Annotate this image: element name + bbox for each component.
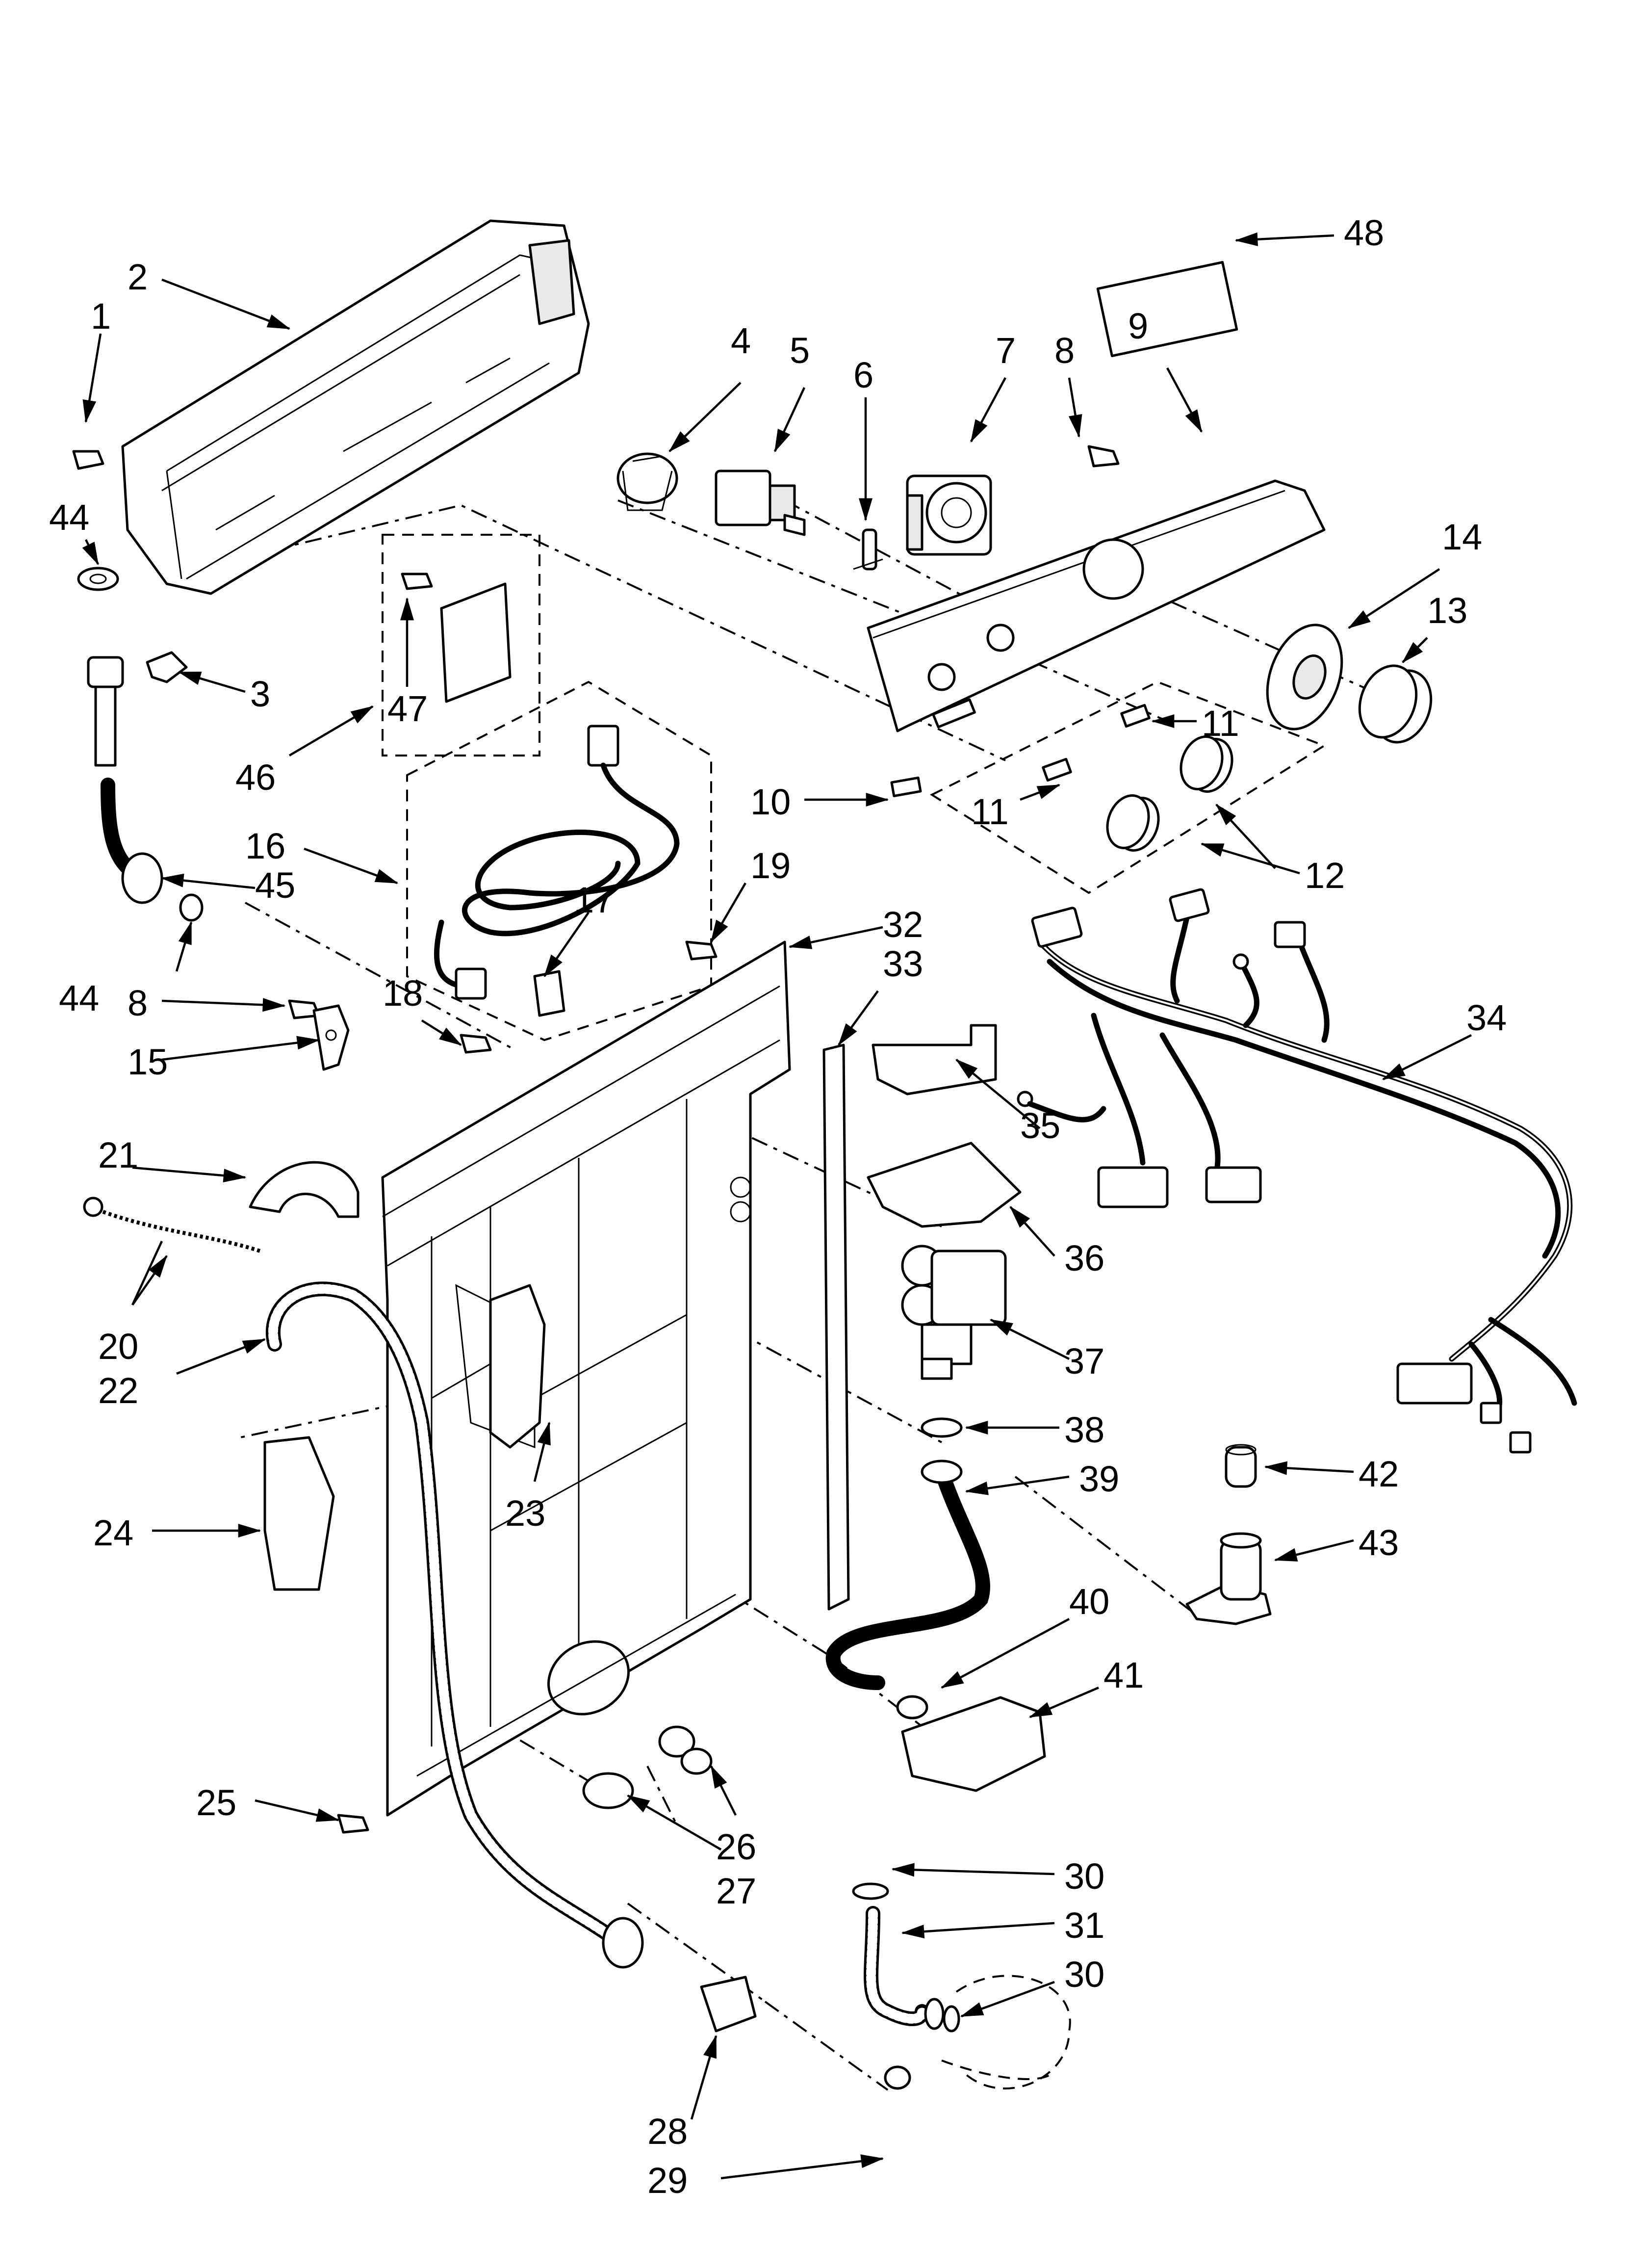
selector-switch-part [616, 452, 678, 511]
callout-26: 26 [716, 1826, 756, 1867]
siphon-break-part [901, 1696, 1046, 1792]
callout-6: 6 [853, 355, 873, 395]
timer-part [906, 474, 992, 556]
callout-15: 15 [128, 1042, 168, 1082]
callout-14: 14 [1442, 517, 1482, 557]
callout-18: 18 [383, 973, 423, 1014]
callout-32: 32 [883, 904, 923, 945]
wire-harness-part [1017, 888, 1577, 1454]
callout-1: 1 [91, 296, 111, 337]
label-part [890, 776, 922, 797]
callout-43: 43 [1359, 1522, 1399, 1563]
washer-top-part [77, 567, 119, 591]
water-valve-part [901, 1245, 1007, 1380]
callout-12: 12 [1305, 855, 1345, 896]
motor-relay-part [1185, 1532, 1272, 1625]
callout-45: 45 [255, 865, 295, 906]
hose-guide-part [249, 1161, 359, 1218]
callout-5: 5 [790, 330, 810, 371]
callout-46: 46 [235, 757, 276, 798]
bracket-part [440, 582, 512, 703]
power-cord-part [434, 725, 680, 1000]
rear-panel-part [381, 940, 791, 1817]
callout-11-b: 11 [971, 791, 1009, 832]
callout-16: 16 [245, 826, 285, 866]
callout-2: 2 [128, 257, 148, 297]
console-part [121, 219, 590, 595]
callout-40: 40 [1069, 1581, 1109, 1622]
callout-31: 31 [1064, 1905, 1104, 1946]
valve-shield-part [867, 1142, 1022, 1228]
kit-46-outline [382, 534, 540, 756]
mounting-bracket-part [489, 1284, 546, 1449]
callout-27: 27 [716, 1871, 756, 1911]
knob-skirt-part [1266, 624, 1343, 730]
knob-part [1042, 704, 1233, 852]
callout-34: 34 [1466, 997, 1507, 1038]
callout-41: 41 [1103, 1655, 1144, 1695]
clamp-part [582, 1772, 634, 1809]
knob-shaft-part [853, 528, 883, 571]
callout-8-bottom: 8 [128, 983, 148, 1023]
kit-12-outline [929, 680, 1327, 894]
callout-25: 25 [196, 1782, 236, 1823]
callout-33: 33 [883, 943, 923, 984]
callout-7: 7 [996, 330, 1016, 371]
hose-bracket-part [312, 1004, 350, 1071]
callout-10: 10 [750, 782, 791, 822]
hose-clamp-part [921, 1417, 963, 1438]
timer-knob-part [1358, 664, 1433, 744]
callout-30-bottom: 30 [1064, 1954, 1104, 1995]
drain-hose-part [265, 1281, 644, 1969]
callout-20: 20 [98, 1326, 138, 1367]
callout-labels: 48 2 1 4 5 6 7 8 9 44 14 13 3 47 11 46 1… [49, 212, 1507, 2201]
callout-44-bottom: 44 [59, 978, 99, 1018]
side-rail-part [822, 1043, 850, 1611]
callout-3: 3 [250, 674, 270, 714]
pump-part-outline [941, 1975, 1071, 2089]
callout-21: 21 [98, 1135, 138, 1175]
callout-23: 23 [505, 1493, 545, 1534]
callout-44-top: 44 [49, 497, 89, 538]
fill-hose-part [825, 1460, 990, 1690]
switch-part [715, 469, 806, 536]
callout-11-a: 11 [1202, 703, 1239, 744]
callout-37: 37 [1064, 1341, 1104, 1382]
pump-hose-part [852, 1882, 960, 2090]
screw-parts [72, 445, 1120, 1834]
clip-part [146, 651, 188, 683]
callout-36: 36 [1064, 1238, 1104, 1278]
callout-30-top: 30 [1064, 1856, 1104, 1897]
hose-coupling-part [700, 1976, 757, 2033]
callout-8-top: 8 [1054, 330, 1075, 371]
callout-22: 22 [98, 1370, 138, 1411]
callout-9: 9 [1128, 306, 1148, 346]
callout-19: 19 [750, 845, 791, 886]
callout-39: 39 [1079, 1459, 1119, 1499]
callout-24: 24 [93, 1512, 133, 1553]
valve-bracket-part [872, 1024, 997, 1095]
plug-part [658, 1725, 713, 1775]
callout-17: 17 [574, 880, 614, 920]
callout-4: 4 [731, 320, 751, 361]
callout-29: 29 [647, 2160, 688, 2201]
callout-38: 38 [1064, 1409, 1104, 1450]
decal-part [1096, 261, 1238, 357]
clamp-40-part [896, 1695, 928, 1720]
callout-leaders [82, 232, 1472, 2180]
callout-35: 35 [1020, 1105, 1060, 1146]
callout-28: 28 [647, 2111, 688, 2152]
capacitor-part [1225, 1444, 1257, 1488]
cord-clamp-part [533, 970, 565, 1017]
callout-13: 13 [1427, 590, 1467, 631]
callout-48: 48 [1344, 212, 1384, 253]
callout-47: 47 [387, 688, 428, 729]
console-panel-part [867, 479, 1326, 732]
drain-guide-part [263, 1436, 335, 1591]
callout-42: 42 [1359, 1454, 1399, 1494]
tie-strap-part [83, 1197, 261, 1253]
